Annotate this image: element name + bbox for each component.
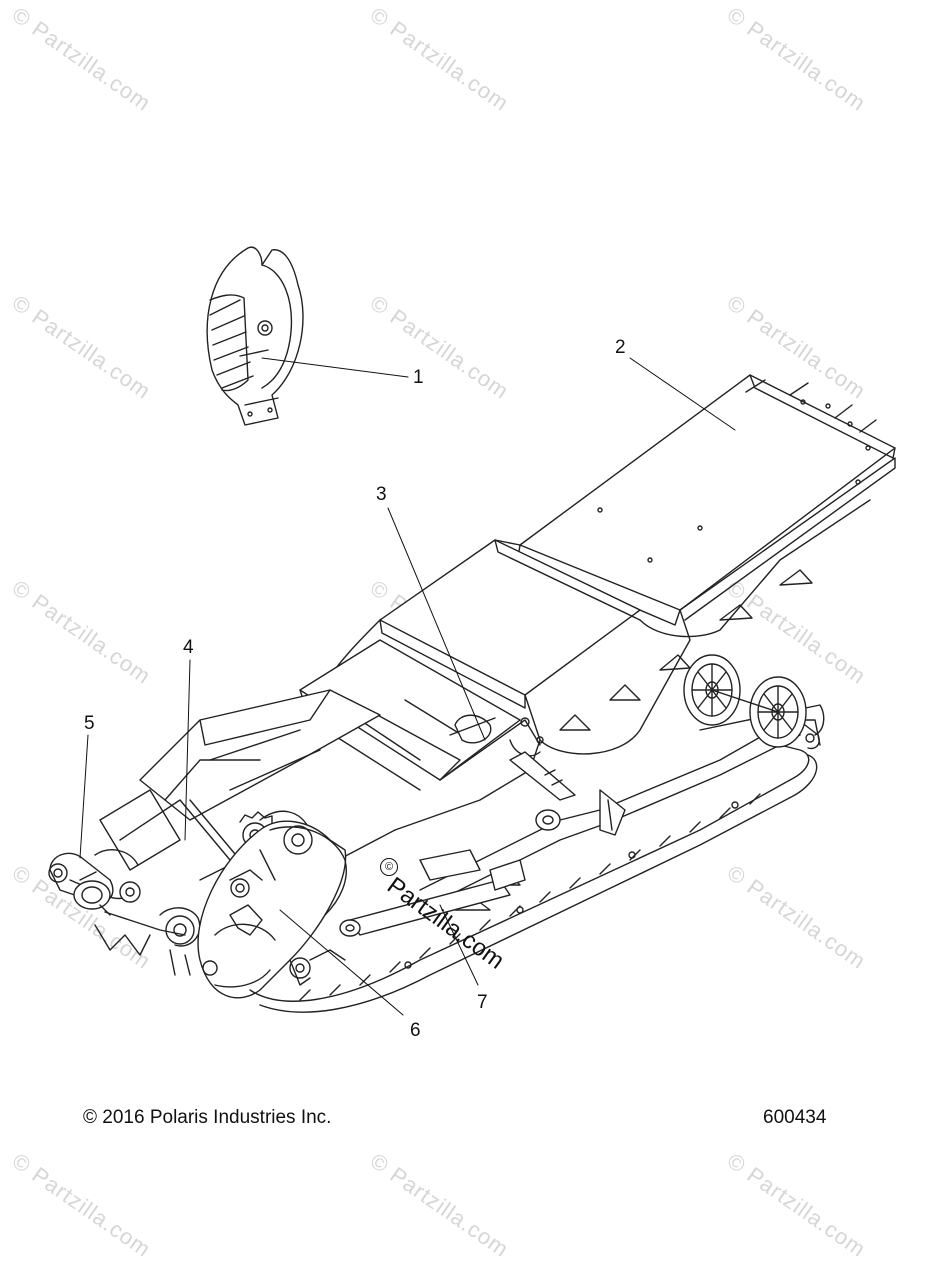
callout-7: 7 bbox=[477, 992, 488, 1013]
callout-1: 1 bbox=[413, 367, 424, 388]
part-5-rear-axle bbox=[48, 849, 201, 976]
suspension-line-art bbox=[48, 246, 896, 1016]
part-3-rail-frame bbox=[249, 499, 871, 921]
callout-5: 5 bbox=[84, 713, 95, 734]
copyright-text: © 2016 Polaris Industries Inc. bbox=[83, 1107, 332, 1128]
part-1-bracket bbox=[206, 246, 304, 426]
part-7-slide-rail bbox=[249, 654, 825, 1013]
callout-6: 6 bbox=[410, 1020, 421, 1041]
callout-3: 3 bbox=[376, 484, 387, 505]
callout-4: 4 bbox=[183, 637, 194, 658]
part-6-chaincase bbox=[197, 820, 347, 999]
callout-leader-lines bbox=[79, 357, 736, 1016]
callout-2: 2 bbox=[615, 337, 626, 358]
watermark-copyright-icon: © bbox=[380, 858, 398, 876]
parts-diagram: © Partzilla.com © Partzilla.com © Partzi… bbox=[8, 2, 896, 1262]
part-4-torque-arm bbox=[99, 689, 381, 881]
diagram-number: 600434 bbox=[763, 1107, 827, 1128]
